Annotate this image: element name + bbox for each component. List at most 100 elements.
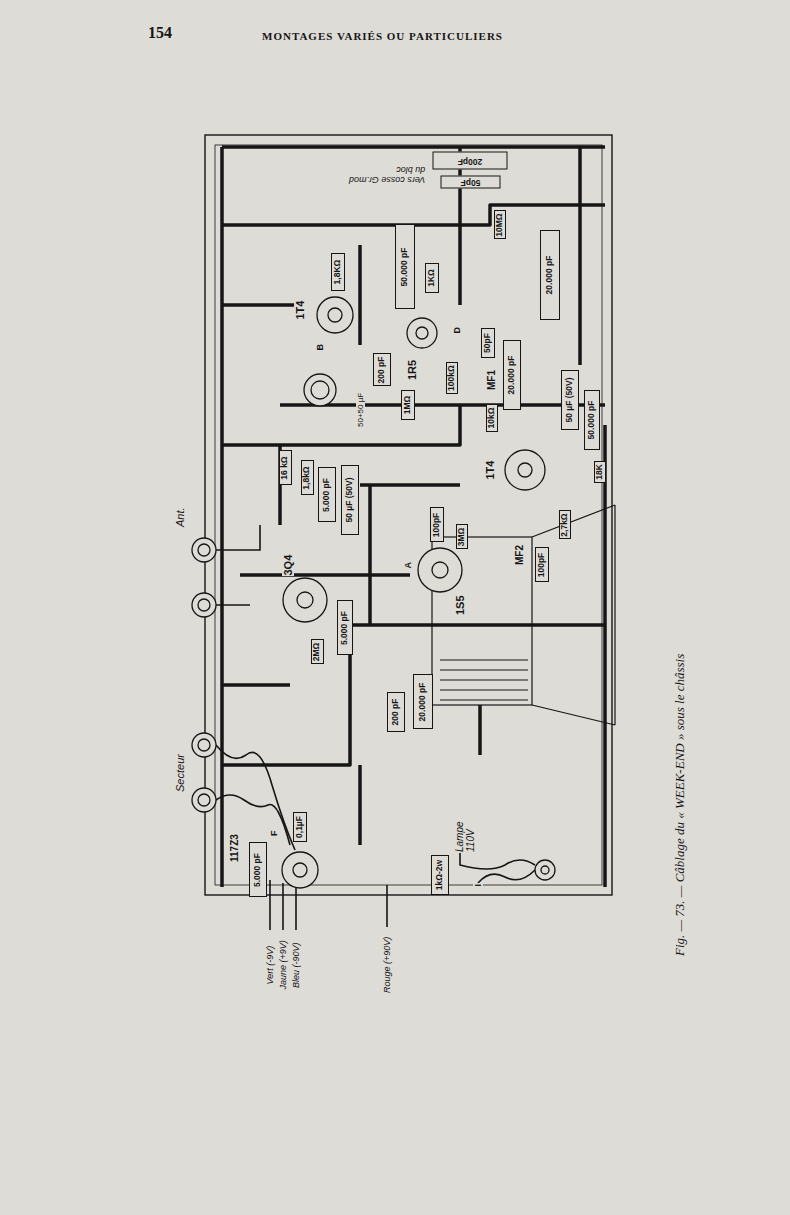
jack bbox=[192, 788, 216, 812]
component-box: 100pF bbox=[430, 508, 444, 543]
part-label: Ant. bbox=[174, 506, 187, 528]
component-box: 200 pF bbox=[387, 692, 405, 732]
part-label: Vert (-9V) bbox=[265, 945, 275, 986]
wire bbox=[222, 405, 460, 445]
socket-center bbox=[518, 463, 532, 477]
tube-socket bbox=[418, 548, 462, 592]
wire bbox=[222, 303, 300, 307]
chassis-inner-line bbox=[215, 145, 602, 885]
part-label: Vers cosse Gr.mod du bloc bbox=[344, 165, 426, 186]
twisted-pair bbox=[216, 745, 295, 850]
component-box: 50.000 pF bbox=[395, 225, 415, 310]
wiring-figure: 200pF 50pF 50.000 pF 1,8KΩ 1KΩ 10MΩ 20.000 pF 5… bbox=[160, 125, 720, 1005]
component-box: 18K bbox=[594, 461, 606, 483]
jack bbox=[192, 593, 216, 617]
wire bbox=[240, 573, 410, 577]
component-box: 20.000 pF bbox=[413, 675, 433, 730]
component-box: 2MΩ bbox=[311, 640, 324, 665]
component-box: 200pF bbox=[433, 152, 508, 170]
lead-wire bbox=[269, 880, 271, 930]
component-value: 200 pF bbox=[377, 357, 386, 384]
lead-wire bbox=[282, 883, 284, 930]
part-label: 117Z3 bbox=[229, 833, 241, 863]
component-box: 50 µF (50V) bbox=[561, 370, 579, 430]
jack-hole bbox=[198, 599, 210, 611]
tube-socket bbox=[317, 297, 353, 333]
component-value: 20.000 pF bbox=[545, 256, 554, 295]
component-box: 5.000 pF bbox=[318, 468, 336, 523]
component-box: 100pF bbox=[535, 548, 549, 583]
lamp-filament bbox=[541, 866, 549, 874]
jack bbox=[192, 733, 216, 757]
component-value: 50pF bbox=[460, 177, 480, 186]
wire bbox=[222, 205, 605, 225]
component-value: 16 kΩ bbox=[280, 456, 289, 479]
wire bbox=[358, 765, 362, 845]
part-label: 1S5 bbox=[454, 594, 467, 616]
speaker-hatching bbox=[440, 660, 528, 700]
component-box: 1KΩ bbox=[425, 263, 439, 293]
component-value: 10MΩ bbox=[495, 213, 504, 236]
wire bbox=[458, 147, 462, 305]
component-value: 50pF bbox=[483, 333, 492, 353]
tube-socket bbox=[505, 450, 545, 490]
wire bbox=[360, 483, 460, 487]
component-value: 50.000 pF bbox=[400, 248, 409, 287]
tube-socket bbox=[282, 852, 318, 888]
component-box: 1,8kΩ bbox=[301, 461, 314, 496]
component-value: 100pF bbox=[537, 553, 546, 578]
socket-center bbox=[328, 308, 342, 322]
socket-center bbox=[432, 562, 448, 578]
wire bbox=[603, 425, 607, 887]
part-label: A bbox=[403, 561, 413, 570]
figure-caption: Fig. — 73. — Câblage du « WEEK-END » sou… bbox=[672, 654, 688, 956]
component-box: 1,8KΩ bbox=[331, 253, 345, 291]
component-box: 5.000 pF bbox=[249, 843, 267, 898]
component-value: 20.000 pF bbox=[418, 683, 427, 722]
socket-center bbox=[416, 327, 428, 339]
antenna-wire bbox=[216, 604, 250, 606]
component-value: 1KΩ bbox=[427, 269, 436, 287]
part-label: MF2 bbox=[514, 544, 526, 566]
part-label: 50+50 µF bbox=[356, 392, 365, 428]
wire bbox=[220, 147, 224, 887]
part-label: Lampe 110V bbox=[454, 817, 477, 853]
lamp-wire bbox=[478, 870, 535, 883]
part-label: I bbox=[473, 883, 483, 888]
part-label: 1T4 bbox=[484, 460, 497, 481]
component-box: 3MΩ bbox=[456, 525, 468, 550]
thick-wires bbox=[222, 147, 605, 887]
page-heading: MONTAGES VARIÉS OU PARTICULIERS bbox=[262, 30, 503, 42]
jack bbox=[192, 538, 216, 562]
speaker-basket bbox=[532, 505, 615, 725]
part-label: 1T4 bbox=[294, 300, 307, 321]
component-box: 200 pF bbox=[373, 354, 391, 387]
lead-wire bbox=[295, 888, 297, 930]
component-box: 50pF bbox=[481, 328, 495, 358]
component-value: 20.000 pF bbox=[507, 356, 516, 395]
lead-wire bbox=[386, 885, 388, 927]
component-value: 50 µF (50V) bbox=[345, 477, 354, 522]
component-value: 5.000 pF bbox=[322, 478, 331, 512]
component-value: 200pF bbox=[458, 156, 483, 165]
page-heading: 154 bbox=[148, 24, 172, 42]
component-value: 3MΩ bbox=[457, 528, 466, 547]
electrolytic-can bbox=[304, 374, 336, 406]
component-value: 2MΩ bbox=[312, 643, 321, 662]
part-label: B bbox=[315, 343, 325, 352]
tube-socket bbox=[283, 578, 327, 622]
jack-hole bbox=[198, 794, 210, 806]
lamp-bulb bbox=[535, 860, 555, 880]
component-box: 50.000 pF bbox=[584, 390, 600, 450]
part-label: Secteur bbox=[174, 753, 187, 793]
component-box: 50 µF (50V) bbox=[341, 465, 359, 535]
component-value: 100kΩ bbox=[447, 365, 456, 391]
component-value: 100pF bbox=[432, 513, 441, 538]
wire bbox=[222, 683, 290, 687]
part-label: 3Q4 bbox=[282, 554, 295, 577]
component-box: 100kΩ bbox=[446, 362, 458, 394]
part-label: MF1 bbox=[486, 369, 498, 391]
part-label: Jaune (+9V) bbox=[278, 939, 288, 990]
component-box: 1kΩ-2w bbox=[431, 855, 449, 895]
sockets bbox=[192, 297, 555, 888]
